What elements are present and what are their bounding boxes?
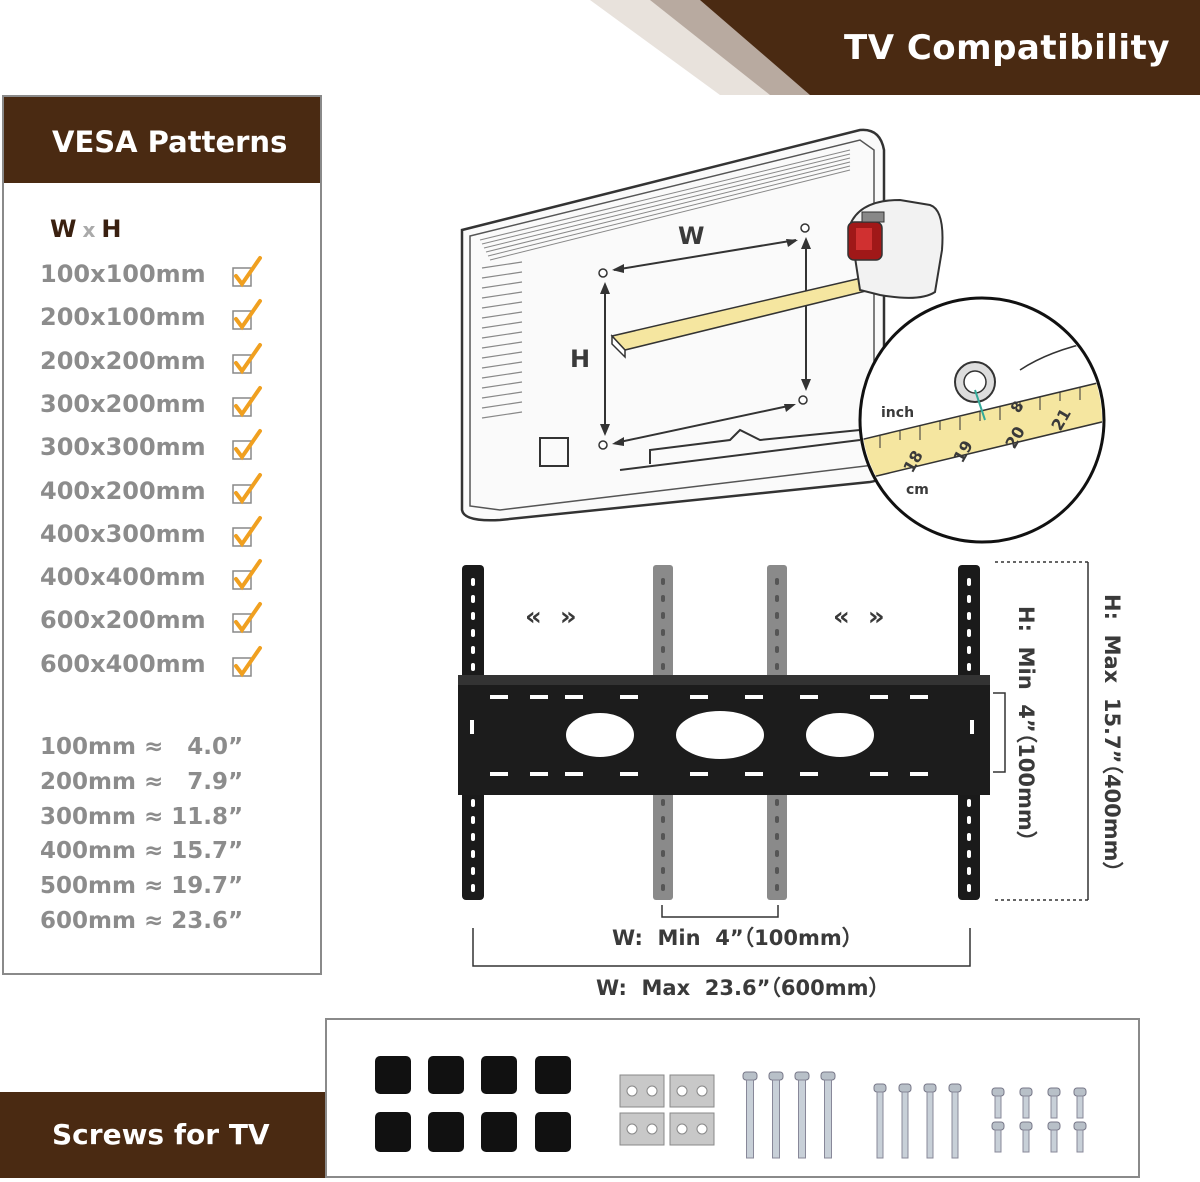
vesa-pattern-label: 300x200mm bbox=[40, 389, 206, 418]
vesa-pattern-label: 600x200mm bbox=[40, 606, 206, 635]
vesa-pattern-row: 400x300mm bbox=[40, 515, 280, 554]
w-dimension-label: W bbox=[678, 222, 705, 250]
vesa-pattern-row: 200x200mm bbox=[40, 342, 280, 381]
screws-title: Screws for TV bbox=[52, 1118, 270, 1151]
vesa-pattern-label: 600x400mm bbox=[40, 649, 206, 678]
top-banner bbox=[590, 0, 1200, 95]
vesa-pattern-row: 200x100mm bbox=[40, 299, 280, 337]
vesa-pattern-label: 400x400mm bbox=[40, 563, 206, 592]
conversion-row: 400mm ≈ 15.7” bbox=[40, 838, 244, 865]
check-icon bbox=[232, 342, 262, 375]
page-title: TV Compatibility bbox=[844, 28, 1170, 68]
left-adjust-arrows: « » bbox=[525, 602, 577, 632]
cm-label: cm bbox=[906, 482, 929, 498]
conversion-row: 300mm ≈ 11.8” bbox=[40, 803, 244, 830]
vesa-pattern-row: 400x400mm bbox=[40, 559, 280, 597]
h-dimension-label: H bbox=[570, 345, 591, 373]
vesa-pattern-row: 300x200mm bbox=[40, 385, 280, 424]
tv-back-illustration bbox=[460, 128, 1106, 544]
check-icon bbox=[232, 515, 262, 548]
vesa-pattern-row: 600x200mm bbox=[40, 602, 280, 640]
conversion-row: 100mm ≈ 4.0” bbox=[40, 734, 244, 760]
check-icon bbox=[232, 385, 262, 418]
screws-header bbox=[0, 1092, 325, 1178]
vesa-pattern-label: 400x300mm bbox=[40, 519, 206, 548]
vesa-pattern-label: 400x200mm bbox=[40, 476, 206, 505]
check-icon bbox=[232, 602, 262, 634]
check-icon bbox=[232, 256, 262, 288]
check-icon bbox=[232, 429, 262, 461]
inch-label: inch bbox=[881, 405, 915, 421]
conversion-row: 600mm ≈ 23.6” bbox=[40, 908, 244, 934]
vesa-title: VESA Patterns bbox=[52, 125, 288, 159]
check-icon bbox=[232, 559, 262, 591]
check-icon bbox=[232, 472, 262, 504]
check-icon bbox=[232, 299, 262, 331]
vesa-pattern-row: 300x300mm bbox=[40, 429, 280, 467]
conversion-row: 500mm ≈ 19.7” bbox=[40, 873, 244, 900]
w-letter: W bbox=[50, 215, 77, 243]
vesa-pattern-label: 200x200mm bbox=[40, 346, 206, 375]
x-letter: x bbox=[82, 218, 96, 242]
conversion-row: 200mm ≈ 7.9” bbox=[40, 768, 244, 795]
vesa-header: VESA Patterns bbox=[4, 97, 320, 183]
vesa-pattern-label: 300x300mm bbox=[40, 433, 206, 462]
w-min-label: W: Min 4”（100mm） bbox=[612, 926, 863, 950]
vesa-pattern-label: 100x100mm bbox=[40, 260, 206, 288]
w-max-label: W: Max 23.6”（600mm） bbox=[596, 976, 890, 1000]
vesa-pattern-row: 600x400mm bbox=[40, 645, 280, 684]
vesa-pattern-row: 400x200mm bbox=[40, 472, 280, 511]
check-icon bbox=[232, 645, 262, 678]
screws-panel bbox=[325, 1018, 1140, 1178]
h-letter: H bbox=[101, 215, 122, 243]
right-adjust-arrows: « » bbox=[833, 602, 885, 632]
wall-mount-bracket bbox=[458, 561, 1090, 967]
vesa-pattern-label: 200x100mm bbox=[40, 303, 206, 332]
vesa-pattern-row: 100x100mm bbox=[40, 256, 280, 294]
